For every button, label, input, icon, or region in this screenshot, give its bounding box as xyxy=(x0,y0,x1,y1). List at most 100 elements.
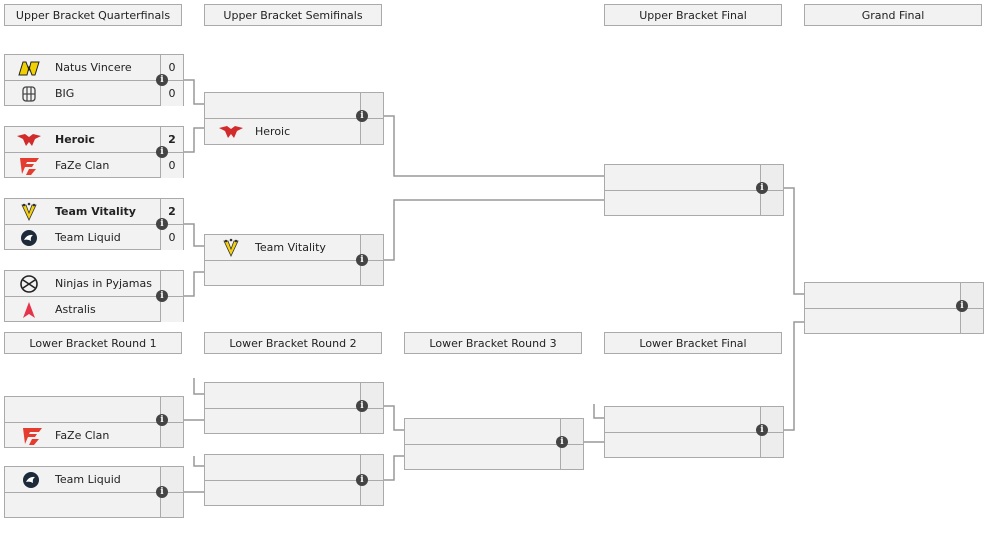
team-name: Ninjas in Pyjamas xyxy=(55,277,152,290)
team-name: Heroic xyxy=(55,133,95,146)
match-ubqf-3[interactable]: Team Vitality 2 Team Liquid 0 xyxy=(4,198,184,250)
team-slot-empty xyxy=(805,308,983,333)
match-ubqf-4[interactable]: Ninjas in Pyjamas Astralis xyxy=(4,270,184,322)
match-ubqf-1[interactable]: Natus Vincere 0 BIG 0 xyxy=(4,54,184,106)
score-cell xyxy=(360,119,383,144)
team-score xyxy=(160,271,183,296)
team-slot-empty xyxy=(205,260,383,285)
header-upper-bracket-semifinals: Upper Bracket Semifinals xyxy=(204,4,382,26)
team-name: Heroic xyxy=(255,125,291,138)
team-score: 0 xyxy=(160,81,183,106)
score-cell xyxy=(360,261,383,285)
team-score: 0 xyxy=(160,153,183,178)
match-info-icon[interactable]: i xyxy=(356,110,368,122)
team-score: 0 xyxy=(160,225,183,250)
team-slot-empty xyxy=(205,408,383,433)
score-cell xyxy=(360,409,383,433)
team-slot-empty xyxy=(805,283,983,308)
team-slot[interactable]: Ninjas in Pyjamas xyxy=(5,271,183,296)
score-cell xyxy=(360,455,383,480)
match-ubqf-2[interactable]: Heroic 2 FaZe Clan 0 xyxy=(4,126,184,178)
heroic-logo-icon xyxy=(17,134,41,146)
team-slot-empty xyxy=(405,444,583,469)
team-name: FaZe Clan xyxy=(55,429,110,442)
match-info-icon[interactable]: i xyxy=(156,146,168,158)
team-slot-empty xyxy=(205,455,383,480)
astralis-logo-icon xyxy=(23,302,35,318)
score-cell xyxy=(760,191,783,215)
match-info-icon[interactable]: i xyxy=(956,300,968,312)
nip-logo-icon xyxy=(20,275,38,293)
match-lower-bracket-final[interactable] xyxy=(604,406,784,458)
header-lower-bracket-final: Lower Bracket Final xyxy=(604,332,782,354)
team-slot[interactable]: Team Vitality 2 xyxy=(5,199,183,224)
faze-logo-icon xyxy=(20,158,39,175)
team-slot[interactable]: Team Liquid 0 xyxy=(5,224,183,250)
team-slot-empty xyxy=(605,190,783,215)
team-slot[interactable]: FaZe Clan 0 xyxy=(5,152,183,178)
score-cell xyxy=(760,433,783,457)
team-score: 2 xyxy=(160,127,183,152)
team-slot[interactable]: Heroic xyxy=(205,118,383,144)
match-info-icon[interactable]: i xyxy=(756,424,768,436)
header-lower-bracket-round-1: Lower Bracket Round 1 xyxy=(4,332,182,354)
match-info-icon[interactable]: i xyxy=(156,414,168,426)
team-slot[interactable]: Heroic 2 xyxy=(5,127,183,152)
match-grand-final[interactable] xyxy=(804,282,984,334)
team-name: Team Liquid xyxy=(55,231,121,244)
liquid-logo-icon xyxy=(21,230,37,246)
team-score: 2 xyxy=(160,199,183,224)
team-slot[interactable]: Team Liquid xyxy=(5,467,183,492)
team-slot-empty xyxy=(5,492,183,517)
team-name: Natus Vincere xyxy=(55,61,132,74)
header-grand-final: Grand Final xyxy=(804,4,982,26)
team-slot-empty xyxy=(605,165,783,190)
navi-logo-icon xyxy=(18,61,40,76)
match-ubsf-1[interactable]: Heroic xyxy=(204,92,384,145)
team-slot[interactable]: BIG 0 xyxy=(5,80,183,106)
team-slot-empty xyxy=(5,397,183,422)
team-slot-empty xyxy=(605,407,783,432)
match-info-icon[interactable]: i xyxy=(156,218,168,230)
match-lbr2-1[interactable] xyxy=(204,382,384,434)
match-info-icon[interactable]: i xyxy=(156,486,168,498)
match-info-icon[interactable]: i xyxy=(156,290,168,302)
vitality-logo-icon xyxy=(21,202,37,221)
liquid-logo-icon xyxy=(23,472,39,488)
score-cell xyxy=(960,309,983,333)
match-lbr2-2[interactable] xyxy=(204,454,384,506)
score-cell xyxy=(360,481,383,505)
match-info-icon[interactable]: i xyxy=(156,74,168,86)
team-slot[interactable]: Astralis xyxy=(5,296,183,322)
team-slot-empty xyxy=(205,480,383,505)
team-name: Team Vitality xyxy=(255,241,326,254)
faze-logo-icon xyxy=(23,428,42,445)
team-name: Team Vitality xyxy=(55,205,136,218)
score-cell xyxy=(160,467,183,492)
score-cell xyxy=(160,493,183,517)
team-score xyxy=(160,297,183,322)
match-ubsf-2[interactable]: Team Vitality xyxy=(204,234,384,286)
match-lbr1-1[interactable]: FaZe Clan xyxy=(4,396,184,448)
team-slot[interactable]: Natus Vincere 0 xyxy=(5,55,183,80)
team-score: 0 xyxy=(160,55,183,80)
team-slot[interactable]: Team Vitality xyxy=(205,235,383,260)
vitality-logo-icon xyxy=(223,238,239,257)
match-info-icon[interactable]: i xyxy=(356,400,368,412)
team-slot[interactable]: FaZe Clan xyxy=(5,422,183,447)
match-info-icon[interactable]: i xyxy=(756,182,768,194)
match-lbr3-1[interactable] xyxy=(404,418,584,470)
score-cell xyxy=(160,423,183,447)
match-lbr1-2[interactable]: Team Liquid xyxy=(4,466,184,518)
match-info-icon[interactable]: i xyxy=(556,436,568,448)
header-lower-bracket-round-3: Lower Bracket Round 3 xyxy=(404,332,582,354)
match-upper-bracket-final[interactable] xyxy=(604,164,784,216)
score-cell xyxy=(360,235,383,260)
match-info-icon[interactable]: i xyxy=(356,474,368,486)
team-name: FaZe Clan xyxy=(55,159,110,172)
team-name: Team Liquid xyxy=(55,473,121,486)
header-upper-bracket-final: Upper Bracket Final xyxy=(604,4,782,26)
match-info-icon[interactable]: i xyxy=(356,254,368,266)
header-upper-bracket-quarterfinals: Upper Bracket Quarterfinals xyxy=(4,4,182,26)
score-cell xyxy=(560,445,583,469)
